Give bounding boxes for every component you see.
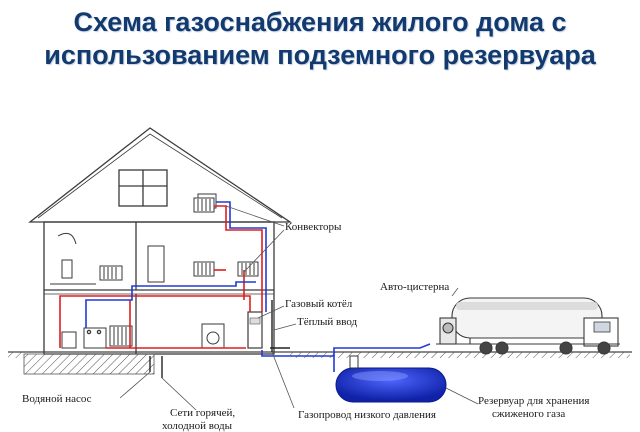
stove <box>83 327 107 349</box>
ground <box>8 351 632 358</box>
heating-pipes <box>59 205 263 349</box>
attic-window <box>118 169 168 207</box>
label-reservoir-1: Резервуар для хранения <box>478 395 589 407</box>
label-warm-inlet: Тёплый ввод <box>297 316 358 328</box>
convector-upper-far <box>237 261 259 277</box>
convector-ground-left <box>109 325 133 347</box>
basement <box>23 353 155 375</box>
title-line-1: Схема газоснабжения жилого дома с <box>73 7 567 37</box>
diagram-title: Схема газоснабжения жилого дома с исполь… <box>0 6 640 72</box>
label-reservoir-2: сжиженого газа <box>492 408 565 420</box>
gas-boiler <box>247 311 263 349</box>
convector-upper-right <box>193 261 215 277</box>
gas-pipes <box>85 201 431 372</box>
label-convectors: Конвекторы <box>285 221 342 233</box>
convectors <box>99 197 259 347</box>
label-water-networks-2: холодной воды <box>162 420 233 432</box>
house <box>23 127 293 375</box>
label-water-networks-1: Сети горячей, <box>170 407 235 419</box>
house-walls <box>43 221 275 355</box>
water-pipes <box>149 300 290 378</box>
interior-door <box>147 245 165 283</box>
label-auto-tanker: Авто-цистерна <box>380 281 449 293</box>
label-gas-boiler: Газовый котёл <box>285 298 353 310</box>
convector-attic <box>193 197 215 213</box>
auto-tanker-truck <box>436 297 620 355</box>
title-line-2: использованием подземного резервуара <box>44 40 596 70</box>
label-low-pressure-pipeline: Газопровод низкого давления <box>298 409 436 421</box>
convector-upper-left <box>99 265 123 281</box>
underground-reservoir <box>335 355 447 403</box>
label-water-pump: Водяной насос <box>22 393 92 405</box>
leader-lines <box>119 205 479 411</box>
